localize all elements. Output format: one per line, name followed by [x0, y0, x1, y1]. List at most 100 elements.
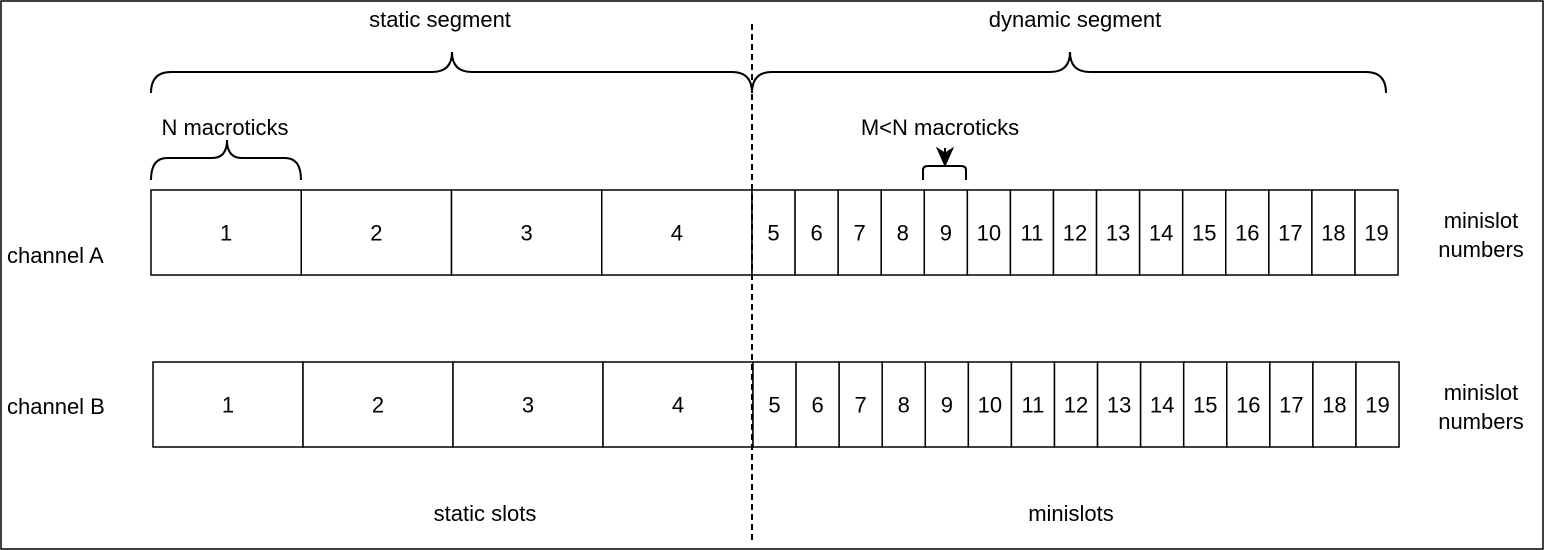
- static-slot-box: [450, 189, 603, 276]
- minislot-number: 12: [1063, 221, 1087, 246]
- minislot-b-18: 18: [1312, 361, 1357, 448]
- minislot-a-17: 17: [1268, 189, 1313, 276]
- static-slot-number: 2: [372, 393, 384, 418]
- minislot-number: 12: [1064, 393, 1088, 418]
- minislot-a-8: 8: [880, 189, 926, 276]
- minislot-number: 11: [1022, 393, 1045, 418]
- static-slot-number: 1: [222, 393, 234, 418]
- minislot-b-19: 19: [1355, 361, 1400, 448]
- minislot-numbers-label-a-line2: numbers: [1438, 237, 1524, 262]
- minislot-numbers-label-b-line1: minislot: [1443, 380, 1519, 405]
- minislot-number: 5: [768, 393, 780, 418]
- static-slot-number: 4: [671, 221, 683, 246]
- minislot-box: [1268, 189, 1313, 276]
- minislot-box: [1355, 361, 1400, 448]
- minislot-box: [1226, 361, 1271, 448]
- minislot-number: 9: [940, 221, 952, 246]
- minislot-a-15: 15: [1181, 189, 1227, 276]
- minislot-a-9: 9: [923, 189, 969, 276]
- minislot-a-10: 10: [966, 189, 1012, 276]
- minislot-number: 6: [811, 393, 823, 418]
- minislot-number: 7: [854, 221, 866, 246]
- minislot-b-6: 6: [795, 361, 840, 448]
- minislot-box: [1182, 361, 1228, 448]
- minislot-b-8: 8: [881, 361, 927, 448]
- minislot-number: 17: [1279, 393, 1303, 418]
- minislot-a-6: 6: [794, 189, 839, 276]
- minislot-b-5: 5: [752, 361, 797, 448]
- minislot-b-16: 16: [1226, 361, 1271, 448]
- minislot-number: 15: [1192, 221, 1216, 246]
- static-slot-a-3: 3: [450, 189, 603, 276]
- minislot-a-19: 19: [1354, 189, 1399, 276]
- minislot-box: [923, 189, 969, 276]
- minislot-b-9: 9: [924, 361, 970, 448]
- minislot-b-15: 15: [1182, 361, 1228, 448]
- minislot-b-10: 10: [967, 361, 1013, 448]
- channel-b-label: channel B: [7, 394, 105, 419]
- minislot-number: 16: [1235, 221, 1259, 246]
- minislot-number: 14: [1150, 393, 1174, 418]
- static-slot-number: 4: [672, 393, 684, 418]
- static-slot-box: [601, 189, 753, 276]
- minislot-box: [1312, 361, 1357, 448]
- static-segment-brace: [150, 51, 753, 94]
- static-slot-number: 3: [522, 393, 534, 418]
- static-slot-b-2: 2: [302, 361, 454, 448]
- static-slot-a-2: 2: [300, 189, 453, 276]
- minislot-box: [880, 189, 926, 276]
- minislot-box: [837, 189, 882, 276]
- minislot-box: [1052, 189, 1098, 276]
- minislot-box: [924, 361, 970, 448]
- minislot-number: 17: [1278, 221, 1302, 246]
- minislot-b-12: 12: [1053, 361, 1099, 448]
- minislot-number: 10: [978, 393, 1002, 418]
- m-macroticks-arrowhead: [935, 146, 955, 168]
- minislot-box: [1354, 189, 1399, 276]
- minislot-a-16: 16: [1225, 189, 1270, 276]
- minislot-a-11: 11: [1009, 189, 1055, 276]
- minislot-a-5: 5: [751, 189, 796, 276]
- static-slot-box: [152, 361, 304, 448]
- minislot-number: 15: [1193, 393, 1217, 418]
- static-slot-box: [150, 189, 302, 276]
- minislot-number: 18: [1322, 393, 1346, 418]
- static-slot-box: [300, 189, 453, 276]
- static-slot-number: 1: [220, 221, 232, 246]
- static-slot-number: 2: [370, 221, 382, 246]
- minislot-number: 16: [1236, 393, 1260, 418]
- minislot-box: [1225, 189, 1270, 276]
- minislot-number: 13: [1107, 393, 1131, 418]
- minislot-b-11: 11: [1010, 361, 1056, 448]
- minislot-numbers-label-a-line1: minislot: [1443, 208, 1519, 233]
- minislot-box: [1269, 361, 1314, 448]
- minislot-number: 10: [977, 221, 1001, 246]
- static-slot-a-1: 1: [150, 189, 302, 276]
- static-slot-b-4: 4: [602, 361, 754, 448]
- minislot-b-14: 14: [1139, 361, 1185, 448]
- channel-a-label: channel A: [7, 243, 104, 268]
- minislot-a-14: 14: [1138, 189, 1184, 276]
- static-slot-box: [302, 361, 454, 448]
- static-slot-b-1: 1: [152, 361, 304, 448]
- minislot-number: 5: [767, 221, 779, 246]
- m-macroticks-label: M<N macroticks: [860, 115, 1020, 140]
- minislot-number: 14: [1149, 221, 1173, 246]
- minislot-number: 9: [941, 393, 953, 418]
- m-macroticks-brace: [922, 165, 967, 180]
- minislot-number: 11: [1021, 221, 1044, 246]
- minislot-numbers-label-b-line2: numbers: [1438, 409, 1524, 434]
- static-slot-b-3: 3: [452, 361, 604, 448]
- static-segment-label: static segment: [369, 7, 511, 32]
- minislot-box: [1139, 361, 1185, 448]
- minislot-box: [1311, 189, 1356, 276]
- minislot-a-12: 12: [1052, 189, 1098, 276]
- minislot-box: [1095, 189, 1141, 276]
- minislot-box: [751, 189, 796, 276]
- minislot-box: [881, 361, 927, 448]
- minislot-number: 19: [1365, 393, 1389, 418]
